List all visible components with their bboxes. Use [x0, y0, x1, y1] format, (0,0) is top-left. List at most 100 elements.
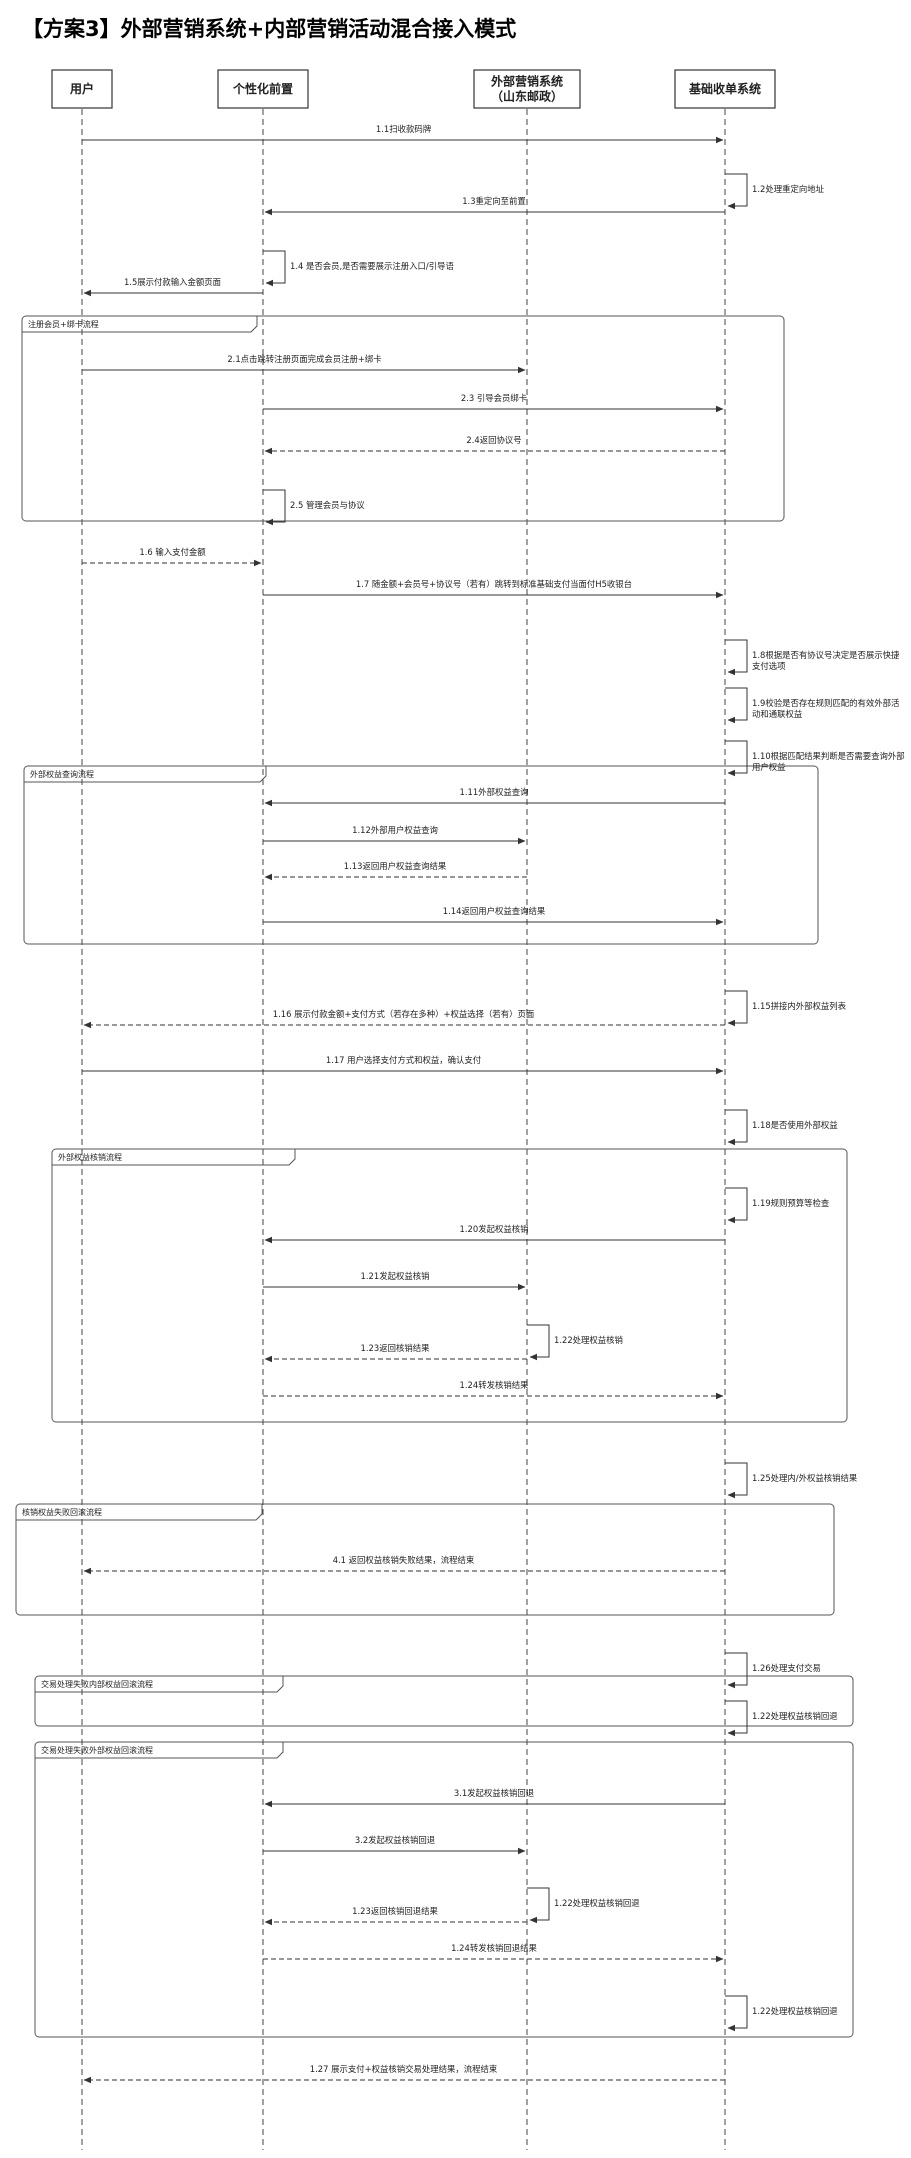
message-label: 1.13返回用户权益查询结果	[344, 861, 447, 871]
message-label: 1.1扫收款码牌	[376, 124, 432, 134]
message-15: 1.11外部权益查询	[264, 787, 725, 807]
message-label: 2.4返回协议号	[466, 435, 521, 445]
message-label: 3.2发起权益核销回退	[355, 1835, 436, 1845]
message-25: 1.21发起权益核销	[263, 1271, 526, 1291]
message-label: 1.11外部权益查询	[460, 787, 529, 797]
message-label: 1.12外部用户权益查询	[352, 825, 438, 835]
frame-border	[21, 315, 785, 522]
message-22: 1.18是否使用外部权益	[725, 1109, 838, 1146]
actor-label: （山东邮政）	[491, 89, 563, 104]
frame-border	[51, 1148, 848, 1423]
message-label: 1.3重定向至前置	[462, 196, 526, 206]
frame-4: 核销权益失败回滚流程	[15, 1503, 835, 1616]
message-35: 1.22处理权益核销回退	[527, 1887, 640, 1924]
frame-label: 核销权益失败回滚流程	[22, 1507, 102, 1517]
lifelines	[81, 89, 726, 2150]
message-24: 1.20发起权益核销	[264, 1224, 725, 1244]
message-label: 1.6 输入支付金额	[139, 547, 206, 557]
message-19: 1.15拼接内外部权益列表	[725, 990, 847, 1027]
frame-2: 外部权益查询流程	[23, 765, 819, 945]
message-28: 1.24转发核销结果	[263, 1380, 724, 1400]
message-label: 支付选项	[752, 661, 786, 671]
self-message-arrow	[725, 1462, 748, 1499]
message-6: 2.1点击跳转注册页面完成会员注册+绑卡	[82, 354, 526, 374]
actor-ext: 外部营销系统（山东邮政）	[473, 69, 581, 109]
actor-box	[473, 69, 581, 109]
frame-tab	[22, 316, 258, 333]
message-label: 1.9校验是否存在规则匹配的有效外部活	[752, 698, 900, 708]
message-20: 1.16 展示付款金额+支付方式（若存在多种）+权益选择（若有）页面	[83, 1009, 725, 1029]
frame-border	[34, 1675, 854, 1727]
message-label: 1.22处理权益核销	[554, 1335, 623, 1345]
message-label: 2.3 引导会员绑卡	[461, 393, 527, 403]
actors: 用户个性化前置外部营销系统（山东邮政）基础收单系统	[51, 69, 776, 109]
self-message-arrow	[725, 1700, 748, 1737]
message-18: 1.14返回用户权益查询结果	[263, 906, 724, 926]
message-33: 3.1发起权益核销回退	[264, 1788, 725, 1808]
self-message-arrow	[725, 173, 748, 210]
message-label: 1.10根据匹配结果判断是否需要查询外部	[752, 751, 905, 761]
message-label: 1.21发起权益核销	[361, 1271, 430, 1281]
message-39: 1.27 展示支付+权益核销交易处理结果，流程结束	[83, 2064, 725, 2084]
message-label: 1.23返回核销结果	[361, 1343, 431, 1353]
frame-3: 外部权益核销流程	[51, 1148, 848, 1423]
message-label: 1.4 是否会员,是否需要展示注册入口/引导语	[290, 261, 454, 271]
self-message-arrow	[725, 1652, 748, 1689]
message-17: 1.13返回用户权益查询结果	[264, 861, 527, 881]
self-message-arrow	[725, 740, 748, 777]
message-31: 1.26处理支付交易	[725, 1652, 821, 1689]
message-21: 1.17 用户选择支付方式和权益，确认支付	[82, 1055, 724, 1075]
message-label: 1.22处理权益核销回退	[752, 1711, 838, 1721]
frame-label: 注册会员+绑卡流程	[28, 319, 99, 329]
message-label: 用户权益	[752, 762, 786, 772]
message-5: 1.5展示付款输入金额页面	[83, 277, 263, 297]
frame-6: 交易处理失败外部权益回滚流程	[34, 1741, 854, 2038]
message-4: 1.4 是否会员,是否需要展示注册入口/引导语	[263, 250, 454, 287]
message-label: 1.25处理内/外权益核销结果	[752, 1473, 858, 1483]
message-label: 1.5展示付款输入金额页面	[124, 277, 221, 287]
self-message-arrow	[527, 1324, 550, 1361]
actor-box	[51, 69, 113, 109]
message-11: 1.7 随金额+会员号+协议号（若有）跳转到标准基础支付当面付H5收银台	[263, 579, 724, 599]
frame-label: 交易处理失败内部权益回滚流程	[41, 1679, 153, 1689]
message-1: 1.1扫收款码牌	[82, 124, 724, 144]
message-32: 1.22处理权益核销回退	[725, 1700, 838, 1737]
actor-base: 基础收单系统	[674, 69, 776, 109]
message-3: 1.3重定向至前置	[264, 196, 725, 216]
message-29: 1.25处理内/外权益核销结果	[725, 1462, 858, 1499]
frame-tab	[16, 1504, 263, 1521]
actor-front: 个性化前置	[217, 69, 309, 109]
frame-label: 交易处理失败外部权益回滚流程	[41, 1745, 153, 1755]
message-27: 1.23返回核销结果	[264, 1343, 527, 1363]
message-10: 1.6 输入支付金额	[82, 547, 262, 567]
self-message-arrow	[725, 1109, 748, 1146]
message-label: 1.23返回核销回退结果	[352, 1906, 438, 1916]
frame-border	[15, 1503, 835, 1616]
frame-border	[23, 765, 819, 945]
message-36: 1.23返回核销回退结果	[264, 1906, 527, 1926]
message-23: 1.19规则预算等检查	[725, 1187, 830, 1224]
message-label: 1.17 用户选择支付方式和权益，确认支付	[326, 1055, 481, 1065]
frame-border	[34, 1741, 854, 2038]
message-label: 1.24转发核销回退结果	[451, 1943, 537, 1953]
message-label: 1.22处理权益核销回退	[752, 2006, 838, 2016]
message-label: 1.8根据是否有协议号决定是否展示快捷	[752, 650, 900, 660]
self-message-arrow	[527, 1887, 550, 1924]
frame-tab	[24, 766, 267, 783]
frame-5: 交易处理失败内部权益回滚流程	[34, 1675, 854, 1727]
frame-tab	[35, 1742, 284, 1759]
actor-box	[674, 69, 776, 109]
message-label: 1.22处理权益核销回退	[554, 1898, 640, 1908]
actor-label: 基础收单系统	[688, 81, 761, 96]
self-message-arrow	[263, 250, 286, 287]
message-38: 1.22处理权益核销回退	[725, 1995, 838, 2032]
actor-box	[217, 69, 309, 109]
self-message-arrow	[263, 489, 286, 526]
frame-1: 注册会员+绑卡流程	[21, 315, 785, 522]
message-label: 2.1点击跳转注册页面完成会员注册+绑卡	[227, 354, 381, 364]
message-label: 3.1发起权益核销回退	[454, 1788, 535, 1798]
diagram-title: 【方案3】外部营销系统+内部营销活动混合接入模式	[22, 17, 516, 41]
